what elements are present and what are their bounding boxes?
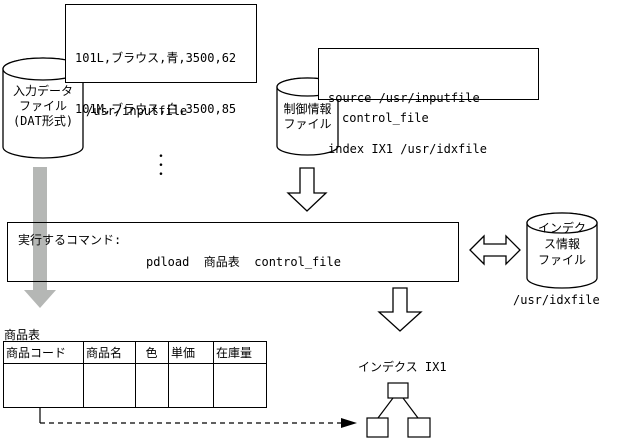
control-statement-source: source /usr/inputfile [328,91,480,105]
control-file-cylinder-label: 制御情報 ファイル [277,102,338,132]
input-file-cylinder-label: 入力データ ファイル (DAT形式) [3,84,83,129]
index-file-cylinder-label: インデク ス情報 ファイル [527,220,597,268]
col-header-unit-price: 単価 [168,341,214,364]
product-table: 商品コード 商品名 色 単価 在庫量 [3,341,267,408]
command-to-index-arrow-icon [377,287,423,332]
control-statements-box: source /usr/inputfile index IX1 /usr/idx… [318,48,539,156]
product-table-title: 商品表 [4,328,41,342]
input-file-label-line2: ファイル [18,99,67,113]
command-box-caption: 実行するコマンド: [18,233,122,247]
col-header-product-name: 商品名 [83,341,136,364]
input-file-path: /usr/inputfile [86,104,188,118]
empty-cell [168,363,214,408]
index-file-label-line1: インデク [537,221,586,235]
table-to-index-dashed-arrow-icon [39,407,357,428]
product-table-header-row: 商品コード 商品名 色 単価 在庫量 [3,341,267,364]
control-file-label-line2: ファイル [283,117,332,131]
index-tree-title: インデクス IX1 [358,360,447,374]
sample-record-2: 101M,ブラウス,白,3500,85 [75,102,237,116]
empty-cell [3,363,84,408]
command-text: pdload 商品表 control_file [146,255,341,269]
index-file-label-line3: ファイル [537,253,586,267]
empty-cell [213,363,267,408]
command-box: 実行するコマンド: pdload 商品表 control_file [7,222,459,282]
index-file-path: /usr/idxfile [513,293,600,307]
sample-record-1: 101L,ブラウス,青,3500,62 [75,51,237,65]
control-statement-index: index IX1 /usr/idxfile [328,142,487,156]
col-header-stock: 在庫量 [213,341,267,364]
col-header-color: 色 [135,341,169,364]
product-table-empty-row [3,363,267,408]
sample-data-box: 101L,ブラウス,青,3500,62 101M,ブラウス,白,3500,85 … [65,4,257,180]
empty-cell [83,363,136,408]
index-file-label-line2: ス情報 [543,237,580,251]
control-file-name: control_file [342,111,429,125]
control-file-label-line1: 制御情報 [283,102,332,116]
control-to-command-arrow-icon [286,167,328,212]
index-file-cylinder-icon [526,212,598,289]
input-file-label-line3: (DAT形式) [12,114,74,128]
index-tree-icon [366,382,431,438]
bulk-flow-arrow-icon [24,167,56,308]
empty-cell [135,363,169,408]
input-file-label-line1: 入力データ [12,84,73,98]
command-index-double-arrow-icon [469,234,521,266]
col-header-product-code: 商品コード [3,341,84,364]
ellipsis-dots: • • • [158,152,164,180]
